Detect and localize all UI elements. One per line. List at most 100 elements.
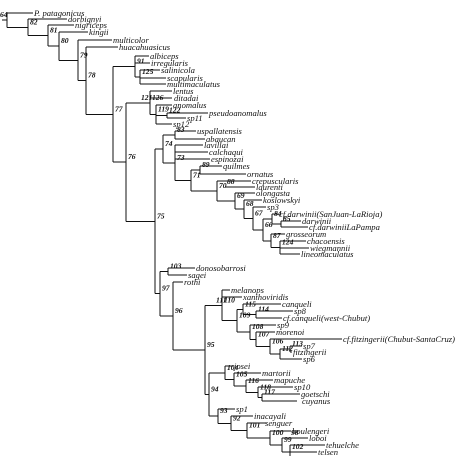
support-value: 95	[207, 340, 215, 349]
tip-label: cf.canqueli(west-Chubut)	[283, 313, 370, 323]
tip-label: xanthoviridis	[242, 292, 289, 302]
support-value: 104	[227, 363, 239, 372]
tip-label: loboi	[309, 433, 327, 443]
tip-label: espinozai	[211, 154, 244, 164]
tip-label: quilmes	[223, 161, 250, 171]
support-value: 100	[272, 428, 284, 437]
tip-label: sp2	[321, 454, 334, 456]
tip-label: sp7	[303, 341, 316, 351]
support-value: 79	[80, 50, 88, 59]
support-value: 103	[170, 262, 182, 271]
support-value: 64	[0, 10, 8, 19]
support-value: 97	[162, 284, 171, 293]
tip-label: boulengeri	[292, 426, 330, 436]
tip-label: calchaqui	[209, 147, 244, 157]
support-value: 124	[282, 238, 294, 247]
support-value: 101	[249, 421, 261, 430]
support-value: 80	[61, 36, 69, 45]
tip-label: goetschi	[301, 389, 330, 399]
support-value: 107	[258, 329, 271, 338]
support-value: 106	[272, 337, 284, 346]
tip-label: wiegmannii	[310, 243, 351, 253]
tip-label: sp3	[267, 202, 279, 212]
support-value: 67	[255, 208, 264, 217]
tip-label: fitzingerii	[293, 347, 327, 357]
support-value: 116	[248, 376, 259, 385]
tip-label: sp9	[277, 320, 290, 330]
support-value: 66	[265, 220, 273, 229]
tip-label: albiceps	[150, 51, 179, 61]
support-value: 83	[177, 125, 185, 134]
support-value: 98	[291, 428, 299, 437]
tip-label: tehuelche	[326, 440, 359, 450]
support-value: 78	[88, 71, 96, 80]
support-value: 99	[284, 435, 292, 444]
support-value: 70	[219, 181, 227, 190]
support-value: 115	[245, 299, 256, 308]
tip-label: uspallatensis	[197, 126, 243, 136]
tip-label: abaucan	[206, 134, 236, 144]
tip-label: telsen	[318, 447, 338, 456]
tip-label: multimaculatus	[167, 79, 221, 89]
tip-label: ditadai	[174, 93, 199, 103]
tip-label: josei	[233, 361, 251, 371]
support-value: 126	[152, 93, 164, 102]
tree-branches	[2, 12, 342, 456]
tip-label: sp12	[173, 119, 190, 129]
support-value: 71	[193, 171, 201, 180]
support-value: 84	[274, 209, 282, 218]
tip-label: multicolor	[113, 35, 149, 45]
tip-label: cuyanus	[302, 396, 331, 406]
tip-label: chacoensis	[307, 236, 345, 246]
tree-labels: P. patagonicusdorbignyinigricepskingiimu…	[0, 8, 455, 456]
tip-label: melanops	[231, 285, 265, 295]
support-value: 68	[246, 199, 254, 208]
support-value: 91	[137, 57, 145, 66]
tip-label: donosobarrosi	[196, 263, 246, 273]
tip-label: cf.fitzingerii(Chubut-SantaCruz)	[343, 334, 455, 344]
tip-label: sp1	[236, 404, 248, 414]
tip-label: sp6	[303, 354, 316, 364]
tip-label: lavillai	[204, 140, 229, 150]
tip-label: morenoi	[276, 327, 305, 337]
support-value: 81	[50, 26, 58, 35]
support-value: 82	[30, 17, 38, 26]
tip-label: kingii	[89, 27, 109, 37]
support-value: 76	[128, 152, 136, 161]
support-value: 105	[236, 370, 248, 379]
tip-label: mapuche	[274, 375, 305, 385]
support-value: 96	[175, 306, 183, 315]
support-value: 102	[292, 442, 304, 451]
tip-label: inacayali	[254, 411, 287, 421]
support-value: 87	[273, 231, 282, 240]
support-value: 94	[211, 384, 219, 393]
support-value: 73	[177, 153, 185, 162]
tip-label: sagei	[188, 270, 207, 280]
tip-label: crepuscularis	[252, 176, 299, 186]
tip-label: sp8	[294, 306, 307, 316]
support-value: 125	[142, 67, 154, 76]
tip-label: salinicola	[161, 65, 195, 75]
tip-label: canqueli	[282, 299, 312, 309]
support-value: 114	[258, 305, 269, 314]
support-value: 74	[165, 139, 173, 148]
tip-label: rothi	[184, 277, 201, 287]
support-value: 110	[224, 295, 235, 304]
tip-label: ornatus	[247, 169, 274, 179]
tip-label: martorii	[262, 368, 291, 378]
support-value: 93	[220, 406, 228, 415]
support-value: 85	[283, 214, 291, 223]
support-value: 88	[227, 177, 235, 186]
tip-label: lentus	[173, 86, 194, 96]
support-value: 89	[202, 160, 210, 169]
tip-label: anomalus	[173, 100, 207, 110]
support-value: 119	[158, 105, 169, 114]
tip-label: grosseorum	[286, 229, 326, 239]
tip-label: laurenti	[256, 182, 284, 192]
support-value: 117	[264, 388, 276, 397]
tip-label: dorbignyi	[68, 14, 102, 24]
support-value: 92	[233, 413, 241, 422]
support-value: 112	[282, 344, 293, 353]
tip-label: koslowskyi	[263, 195, 301, 205]
